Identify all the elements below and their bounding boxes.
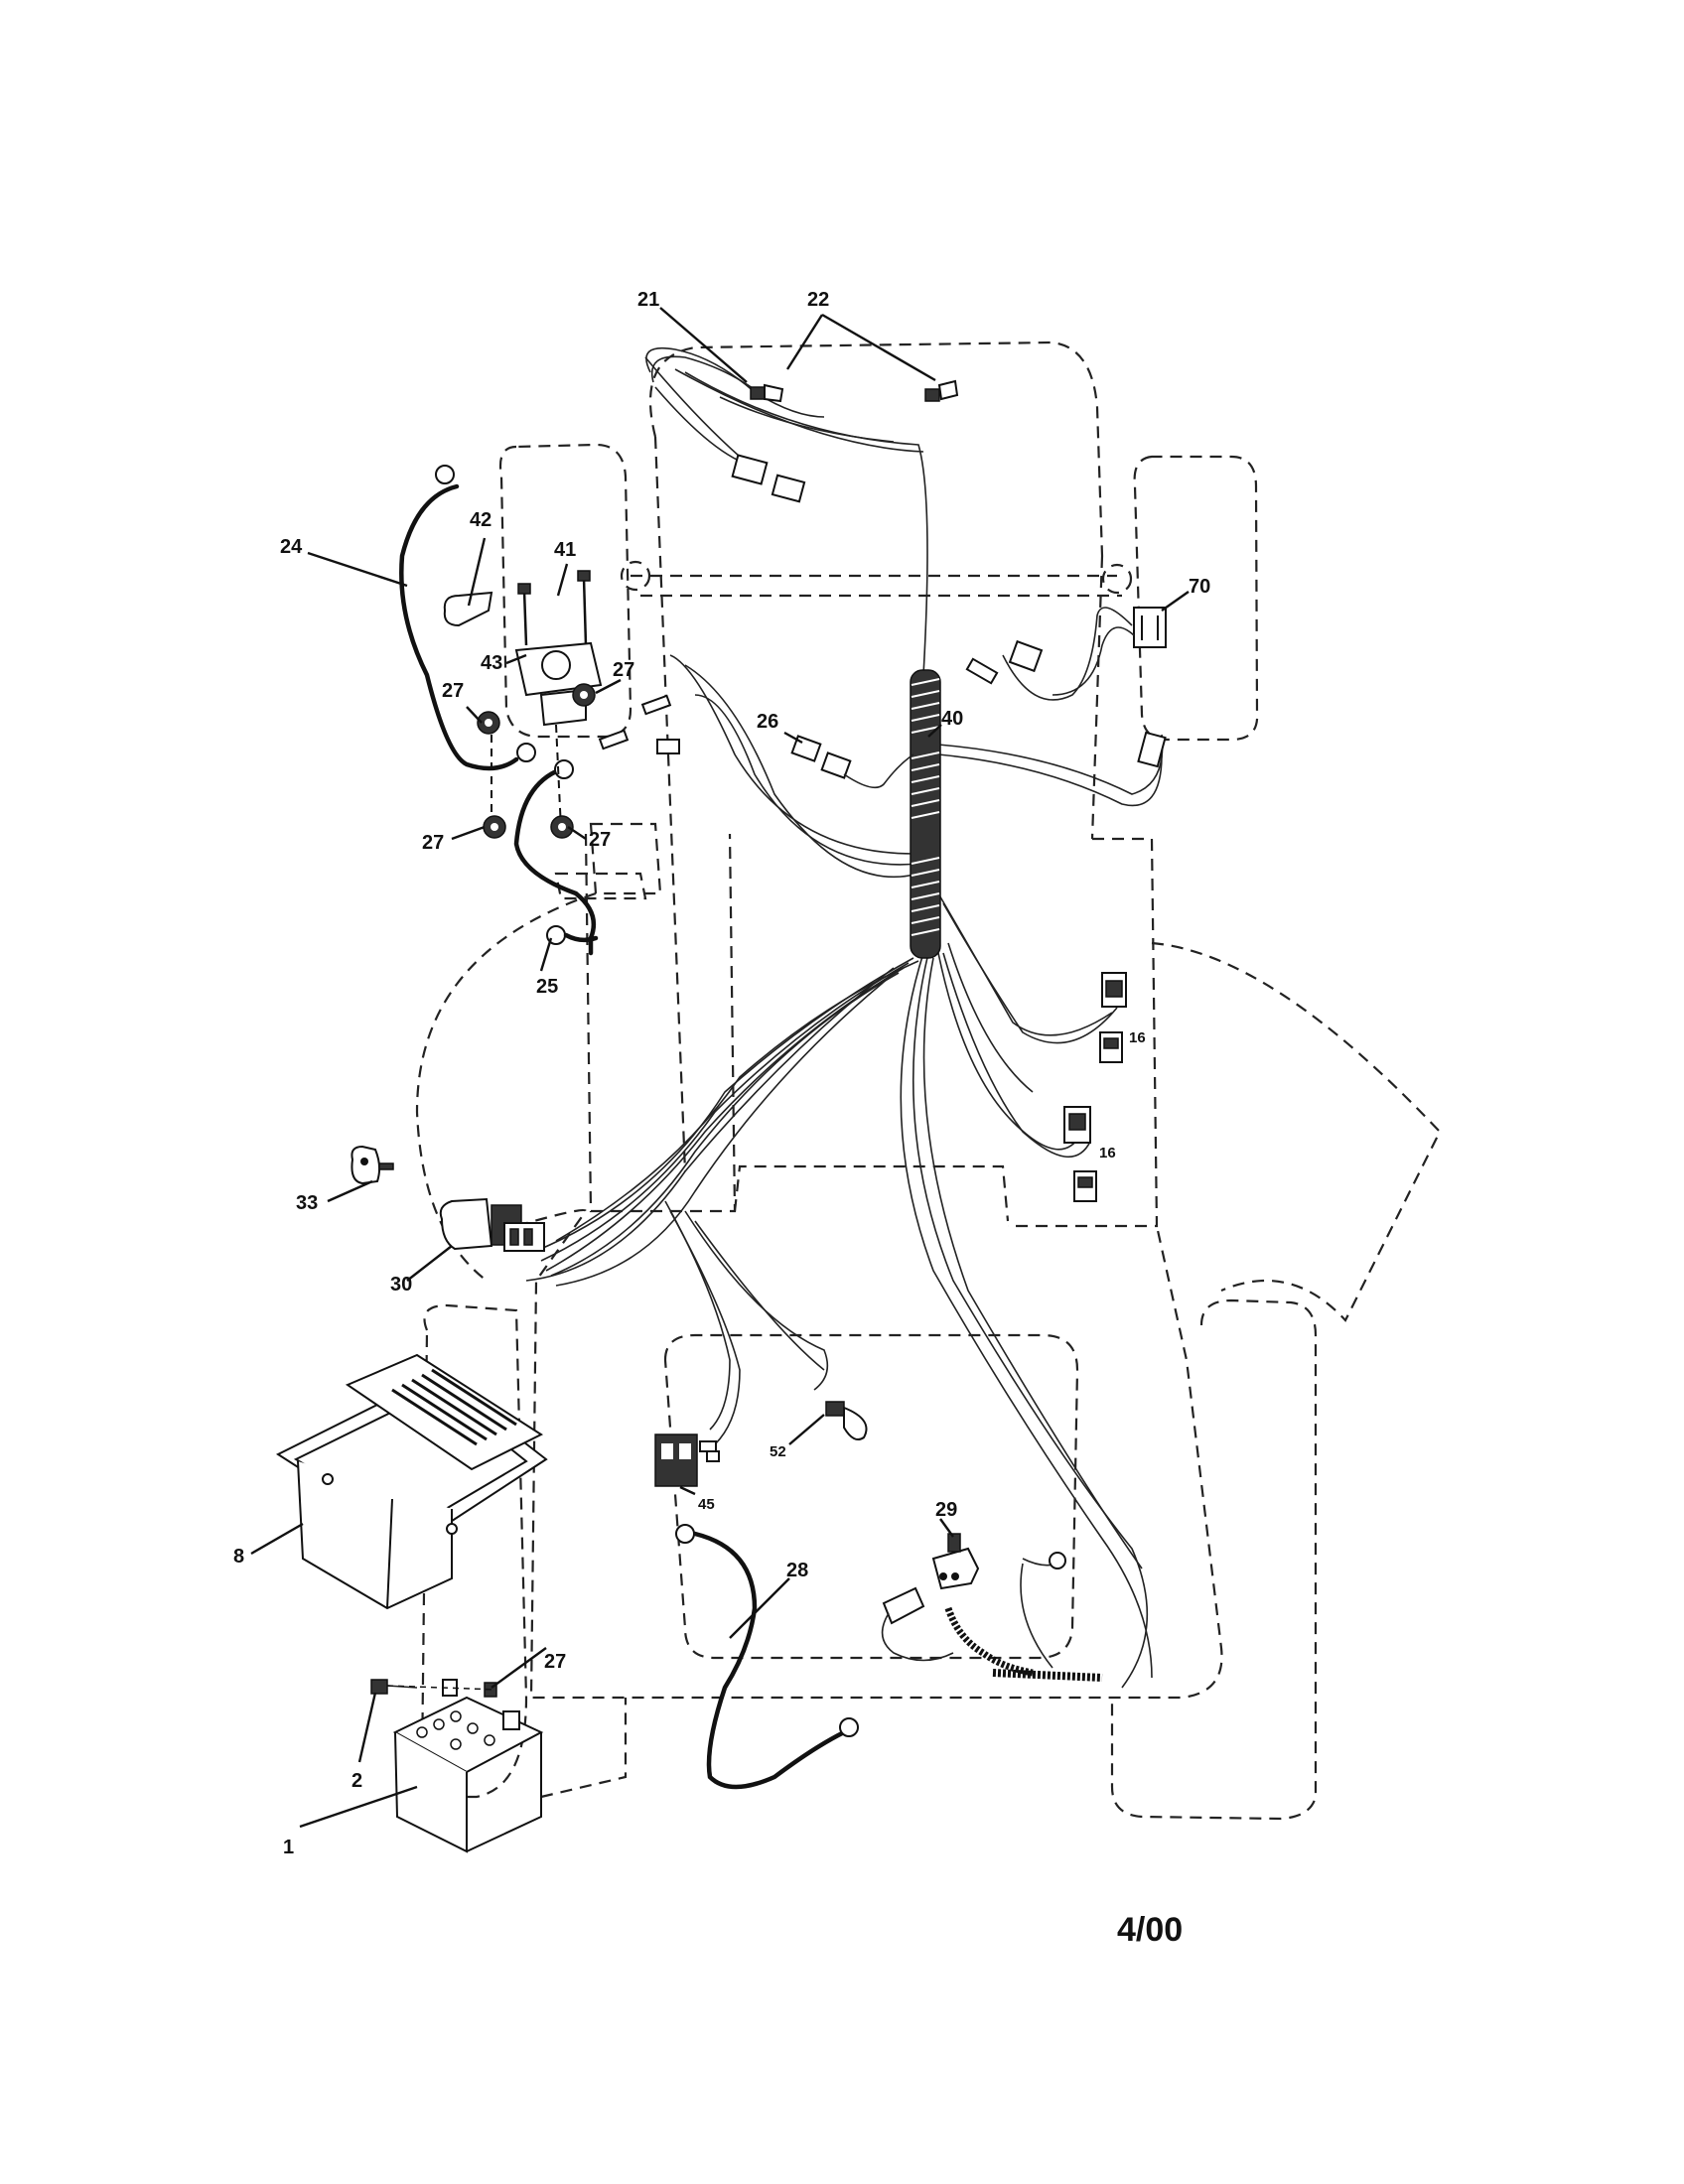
ground-cable (675, 1524, 859, 1790)
callout-45: 45 (698, 1496, 715, 1513)
callout-25: 25 (536, 976, 558, 998)
callout-26: 26 (757, 711, 778, 733)
callout-21: 21 (637, 289, 659, 311)
callout-2: 2 (351, 1770, 362, 1792)
callout-42: 42 (470, 509, 491, 531)
callout-70: 70 (1189, 576, 1210, 598)
callout-28: 28 (786, 1560, 808, 1581)
callout-41: 41 (554, 539, 576, 561)
battery-box (275, 1353, 548, 1610)
callout-labels: 21 22 24 42 41 43 27 27 27 27 25 26 40 7… (233, 289, 1210, 1949)
pto-switch-29 (881, 1533, 1103, 1682)
date-code: 4/00 (1117, 1911, 1183, 1949)
callout-27-d: 27 (589, 829, 611, 851)
callout-8: 8 (233, 1546, 244, 1568)
callout-27-c: 27 (422, 832, 444, 854)
callout-22: 22 (807, 289, 829, 311)
callout-leaders (250, 307, 1190, 1829)
callout-30: 30 (390, 1274, 412, 1296)
harness-spiral-wrap (910, 669, 941, 959)
connector-70 (965, 607, 1167, 768)
callout-1: 1 (283, 1837, 294, 1858)
callout-29: 29 (935, 1499, 957, 1521)
callout-33: 33 (296, 1192, 318, 1214)
wire-harness (525, 347, 1164, 1689)
interlock-switches-16 (1063, 972, 1127, 1202)
headlight-bulbs (731, 379, 959, 503)
fuse-holder (654, 1433, 720, 1487)
light-bulb-52 (699, 1401, 868, 1452)
callout-27-b: 27 (613, 659, 634, 681)
callout-52: 52 (770, 1443, 786, 1460)
callout-40: 40 (941, 708, 963, 730)
tractor-outline (415, 341, 1442, 1821)
connector-26 (790, 735, 914, 789)
callout-24: 24 (280, 536, 303, 558)
battery (370, 1679, 544, 1853)
callout-16-b: 16 (1099, 1145, 1116, 1161)
callout-27-a: 27 (442, 680, 464, 702)
callout-27-e: 27 (544, 1651, 566, 1673)
callout-43: 43 (481, 652, 502, 674)
ignition-key (351, 1145, 394, 1185)
ignition-switch (439, 1197, 545, 1252)
solenoid-assembly (399, 465, 680, 956)
callout-16-a: 16 (1129, 1029, 1146, 1046)
